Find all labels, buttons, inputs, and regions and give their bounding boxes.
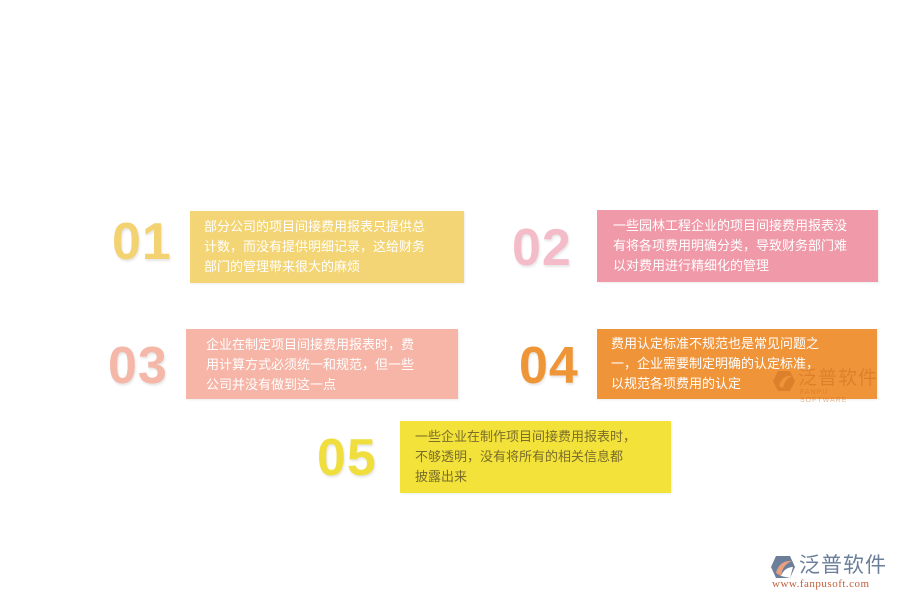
item-number-02: 02: [512, 219, 572, 277]
brand-name-cn: 泛普软件: [799, 553, 887, 577]
item-text-line: 用计算方式必须统一和规范，但一些: [206, 358, 415, 373]
item-text-line: 部分公司的项目间接费用报表只提供总: [204, 220, 426, 235]
item-text-line: 一，企业需要制定明确的认定标准，: [611, 357, 820, 372]
item-box-04: 费用认定标准不规范也是常见问题之 一，企业需要制定明确的认定标准， 以规范各项费…: [597, 329, 877, 399]
item-number-03: 03: [108, 337, 168, 395]
item-box-01: 部分公司的项目间接费用报表只提供总 计数，而没有提供明细记录，这给财务 部门的管…: [190, 211, 464, 283]
fanpu-logo-icon: [771, 556, 795, 578]
item-text-line: 计数，而没有提供明细记录，这给财务: [204, 240, 426, 255]
item-box-05: 一些企业在制作项目间接费用报表时， 不够透明，没有将所有的相关信息都 披露出来: [400, 421, 671, 493]
item-box-03: 企业在制定项目间接费用报表时，费 用计算方式必须统一和规范，但一些 公司并没有做…: [186, 329, 458, 399]
item-text-line: 费用认定标准不规范也是常见问题之: [611, 337, 820, 352]
item-text-line: 公司并没有做到这一点: [206, 378, 337, 393]
item-text-line: 以对费用进行精细化的管理: [613, 259, 770, 274]
item-number-01: 01: [112, 213, 172, 271]
brand-logo: 泛普软件 www.fanpusoft.com: [766, 553, 896, 593]
brand-url: www.fanpusoft.com: [772, 578, 870, 590]
item-number-04: 04: [519, 337, 579, 395]
item-text-line: 不够透明，没有将所有的相关信息都: [415, 450, 624, 465]
item-text-line: 以规范各项费用的认定: [611, 377, 742, 392]
item-text-line: 披露出来: [415, 470, 468, 485]
item-text-line: 一些园林工程企业的项目间接费用报表没: [613, 219, 848, 234]
item-number-05: 05: [317, 429, 377, 487]
item-text-line: 有将各项费用明确分类，导致财务部门难: [613, 239, 848, 254]
item-text-line: 企业在制定项目间接费用报表时，费: [206, 338, 415, 353]
item-box-02: 一些园林工程企业的项目间接费用报表没 有将各项费用明确分类，导致财务部门难 以对…: [597, 210, 878, 282]
item-text-line: 一些企业在制作项目间接费用报表时，: [415, 430, 637, 445]
item-text-line: 部门的管理带来很大的麻烦: [204, 260, 361, 275]
